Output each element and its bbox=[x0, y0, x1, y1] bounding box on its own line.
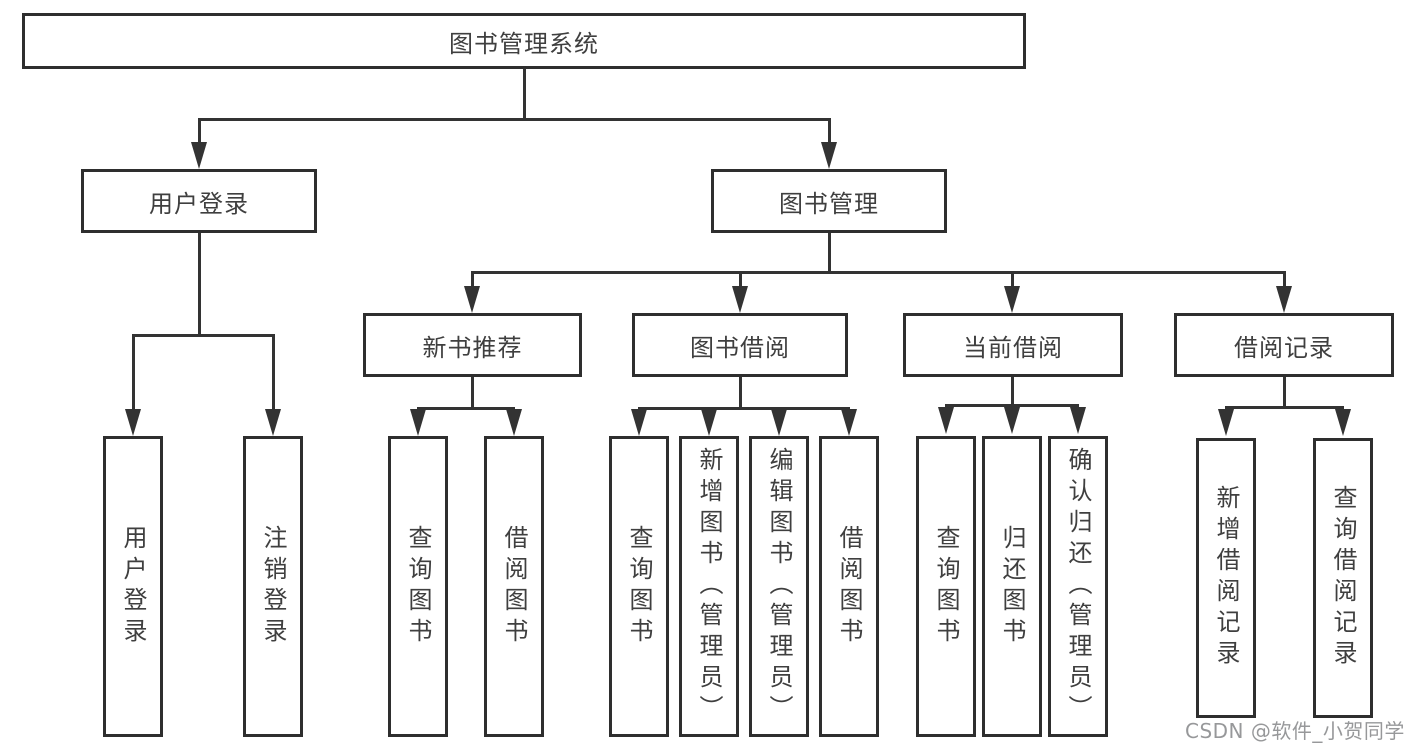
leaf-query-books: 查询图书 bbox=[388, 436, 448, 737]
connector-user-login-bar bbox=[132, 334, 274, 337]
leaf-label: 查询图书 bbox=[932, 524, 960, 649]
connector-book-borrow-stem bbox=[739, 377, 742, 409]
arrow-down-icon bbox=[938, 407, 954, 434]
connector-user-login-stem bbox=[198, 233, 201, 336]
connector-drop-leaf bbox=[272, 334, 275, 410]
leaf-logout: 注销登录 bbox=[243, 436, 303, 737]
arrow-down-icon bbox=[464, 286, 480, 313]
leaf-label: 借阅图书 bbox=[835, 524, 863, 649]
leaf-borrow-books: 借阅图书 bbox=[819, 436, 879, 737]
arrow-down-icon bbox=[125, 409, 141, 436]
leaf-label: 用户登录 bbox=[119, 524, 147, 649]
connector-borrow-records-bar bbox=[1225, 406, 1344, 409]
node-current-borrow: 当前借阅 bbox=[903, 313, 1123, 377]
arrow-down-icon bbox=[1276, 286, 1292, 313]
arrow-down-icon bbox=[771, 409, 787, 436]
connector-current-borrow-stem bbox=[1011, 377, 1014, 406]
connector-drop-book-borrow bbox=[739, 271, 742, 288]
leaf-label: 新增借阅记录 bbox=[1212, 485, 1240, 671]
connector-root-stem bbox=[523, 68, 526, 119]
leaf-label: 借阅图书 bbox=[500, 524, 528, 649]
node-new-book-recommend: 新书推荐 bbox=[363, 313, 582, 377]
node-label: 当前借阅 bbox=[963, 333, 1063, 362]
node-label: 借阅记录 bbox=[1234, 333, 1334, 362]
connector-borrow-records-stem bbox=[1283, 377, 1286, 408]
connector-drop-new-book bbox=[471, 271, 474, 288]
csdn-watermark: CSDN @软件_小贺同学 bbox=[1185, 719, 1405, 743]
node-label: 图书借阅 bbox=[690, 333, 790, 362]
arrow-down-icon bbox=[410, 409, 426, 436]
leaf-return-book: 归还图书 bbox=[982, 436, 1042, 737]
arrow-down-icon bbox=[732, 286, 748, 313]
arrow-down-icon bbox=[821, 142, 837, 169]
node-borrow-records: 借阅记录 bbox=[1174, 313, 1394, 377]
leaf-edit-book-admin: 编辑图书（管理员） bbox=[749, 436, 809, 737]
arrow-down-icon bbox=[701, 409, 717, 436]
connector-drop-leaf bbox=[132, 334, 135, 410]
arrow-down-icon bbox=[1004, 286, 1020, 313]
connector-drop-user-login bbox=[198, 118, 201, 144]
leaf-label: 查询图书 bbox=[625, 524, 653, 649]
leaf-borrow-books: 借阅图书 bbox=[484, 436, 544, 737]
leaf-label: 归还图书 bbox=[998, 524, 1026, 649]
leaf-label: 新增图书（管理员） bbox=[695, 447, 723, 726]
leaf-add-borrow-record: 新增借阅记录 bbox=[1196, 438, 1256, 718]
connector-drop-book-management bbox=[828, 118, 831, 144]
leaf-query-books: 查询图书 bbox=[609, 436, 669, 737]
leaf-label: 注销登录 bbox=[259, 524, 287, 649]
arrow-down-icon bbox=[1335, 409, 1351, 436]
connector-book-borrow-bar bbox=[638, 407, 850, 410]
arrow-down-icon bbox=[191, 142, 207, 169]
connector-drop-borrow-record bbox=[1283, 271, 1286, 288]
leaf-confirm-return-admin: 确认归还（管理员） bbox=[1048, 436, 1108, 737]
connector-drop-current-borrow bbox=[1011, 271, 1014, 288]
leaf-user-login: 用户登录 bbox=[103, 436, 163, 737]
leaf-query-books: 查询图书 bbox=[916, 436, 976, 737]
arrow-down-icon bbox=[631, 409, 647, 436]
node-label: 图书管理系统 bbox=[449, 29, 599, 58]
arrow-down-icon bbox=[265, 409, 281, 436]
leaf-label: 查询图书 bbox=[404, 524, 432, 649]
connector-book-management-bar bbox=[471, 271, 1285, 274]
leaf-label: 确认归还（管理员） bbox=[1064, 447, 1092, 726]
node-library-management-system: 图书管理系统 bbox=[22, 13, 1026, 69]
connector-root-bar bbox=[198, 118, 830, 121]
connector-current-borrow-bar bbox=[945, 404, 1079, 407]
leaf-add-book-admin: 新增图书（管理员） bbox=[679, 436, 739, 737]
node-label: 用户登录 bbox=[149, 189, 249, 218]
node-book-borrow: 图书借阅 bbox=[632, 313, 848, 377]
arrow-down-icon bbox=[1004, 407, 1020, 434]
leaf-label: 查询借阅记录 bbox=[1329, 485, 1357, 671]
arrow-down-icon bbox=[841, 409, 857, 436]
arrow-down-icon bbox=[506, 409, 522, 436]
arrow-down-icon bbox=[1218, 409, 1234, 436]
node-user-login: 用户登录 bbox=[81, 169, 317, 233]
connector-book-management-stem bbox=[828, 233, 831, 273]
leaf-label: 编辑图书（管理员） bbox=[765, 447, 793, 726]
node-label: 新书推荐 bbox=[422, 333, 523, 362]
connector-new-book-bar bbox=[417, 407, 515, 410]
node-label: 图书管理 bbox=[779, 189, 879, 218]
arrow-down-icon bbox=[1070, 407, 1086, 434]
leaf-query-borrow-record: 查询借阅记录 bbox=[1313, 438, 1373, 718]
node-book-management: 图书管理 bbox=[711, 169, 947, 233]
connector-new-book-stem bbox=[471, 377, 474, 409]
